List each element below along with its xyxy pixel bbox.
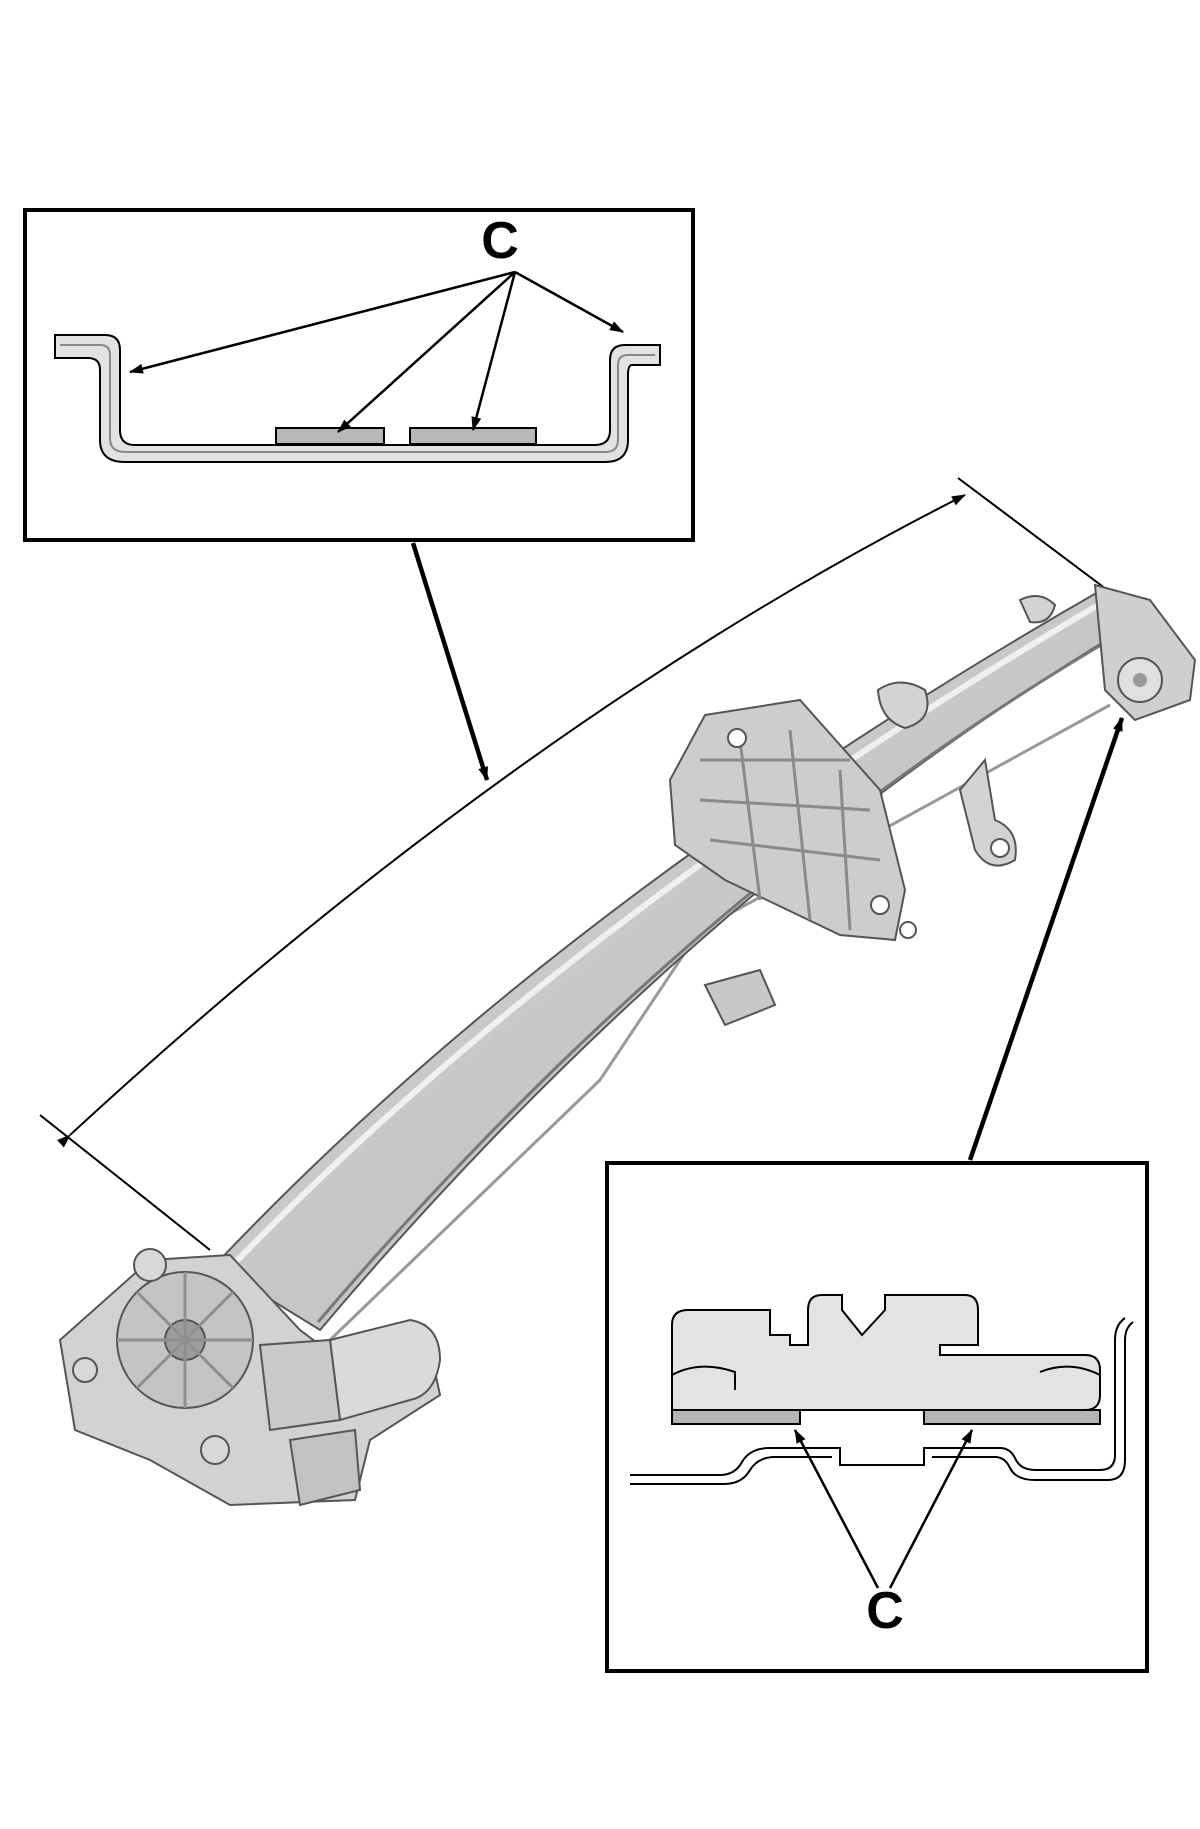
top-inset: C [23,208,695,542]
bottom-leader-arrow-2 [888,1429,974,1589]
cable-clip [703,968,777,1027]
bottom-inset-pad-left [671,1409,801,1425]
drive-motor [328,1318,442,1422]
top-inset-frame [23,208,695,542]
bottom-inset-slider-section [671,1294,1101,1411]
top-leader-arrow-3 [471,271,517,431]
bottom-callout-label: C [866,1582,904,1640]
top-leader-arrow-4 [514,270,624,334]
top-inset-pad-left [275,427,385,445]
bottom-leader-arrow-1 [793,1429,880,1589]
upper-pulley-bracket [1018,583,1197,722]
bottom-inset-slider-groove-left [671,1365,736,1390]
dimension-extension-top [957,477,1111,593]
glass-carrier-bracket [668,698,917,942]
regulator-assembly [58,583,1197,1507]
top-leader-arrow-2 [337,271,516,433]
motor-drum-assembly [58,1248,442,1507]
bottom-inset-slider-groove-right [1039,1365,1101,1376]
top-inset-pointer-arrow [410,542,490,781]
bottom-inset-pointer-arrow [967,717,1125,1161]
carrier-bolt-hole-lower [870,895,890,915]
bottom-inset-pad-right [923,1409,1101,1425]
rail-mounting-tabs [876,681,1017,867]
guide-rail-edge [316,623,1136,1323]
bottom-inset-rail-profile-inner [630,1321,1134,1485]
top-leader-arrow-1 [129,270,516,374]
regulator-cable [328,703,1111,1342]
length-dimension [39,477,1111,1251]
dimension-line [57,494,966,1148]
carrier-bolt-hole-upper [727,728,747,748]
bottom-inset-rail-profile [630,1317,1126,1476]
top-inset-pad-right [409,427,537,445]
top-inset-channel-inner [60,344,655,453]
dimension-extension-bottom [39,1114,211,1251]
guide-rail-lip [225,595,1112,1273]
bottom-inset: C [605,1161,1149,1673]
top-callout-label: C [481,212,519,270]
